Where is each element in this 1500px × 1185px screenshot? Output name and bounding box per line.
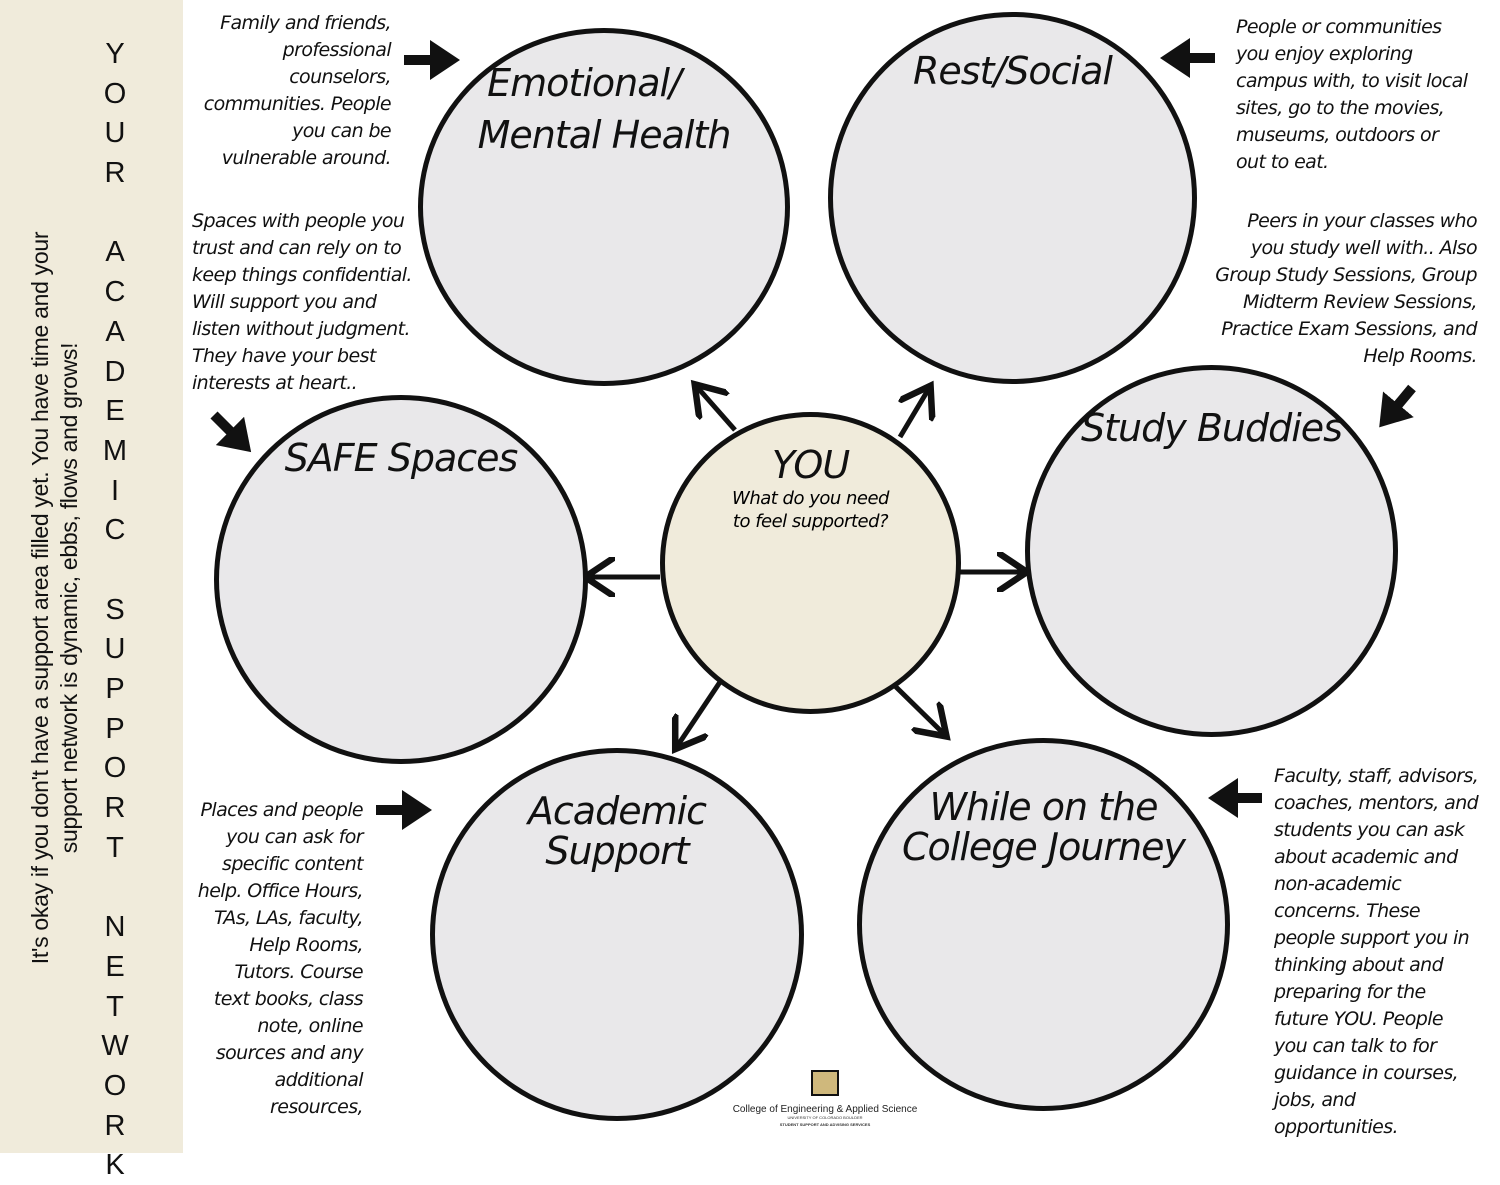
vertical-title-letter: A — [105, 315, 125, 348]
circle-you: YOU What do you need to feel supported? — [660, 412, 961, 714]
circle-study-buddies: Study Buddies — [1025, 365, 1398, 737]
study-title: Study Buddies — [1081, 406, 1343, 450]
vertical-title-letter: O — [103, 77, 127, 110]
college-logo: College of Engineering & Applied Science… — [720, 1070, 930, 1127]
cu-logo-icon — [811, 1070, 839, 1096]
vertical-title-letter: O — [103, 1069, 127, 1102]
vertical-title-letter: I — [110, 474, 120, 507]
vertical-title-letter: C — [104, 514, 126, 547]
vertical-title-letter: P — [105, 712, 125, 745]
vertical-title-letter: W — [101, 1030, 129, 1063]
university-name: UNIVERSITY OF COLORADO BOULDER — [787, 1115, 863, 1120]
academic-title-line2: Support — [545, 829, 689, 873]
circle-rest-social: Rest/Social — [828, 12, 1197, 384]
vertical-title-letter: U — [104, 633, 126, 666]
academic-title-line1: Academic — [527, 789, 707, 833]
arrow-to-journey — [893, 684, 943, 733]
journey-title-line2: College Journey — [902, 825, 1186, 869]
you-subtitle: What do you need to feel supported? — [732, 488, 889, 532]
arrow-to-rest — [897, 390, 928, 439]
vertical-title-letter: D — [104, 355, 126, 388]
safe-title: SAFE Spaces — [284, 436, 519, 480]
vertical-title-letter: C — [104, 276, 126, 309]
vertical-title-letter: E — [105, 395, 125, 428]
arrow-to-academic — [678, 680, 723, 745]
arrows-layer — [210, 38, 1416, 830]
note-academic: Places and people you can ask for specif… — [197, 799, 364, 1118]
circle-academic-support: Academic Support — [430, 748, 804, 1121]
office-name: STUDENT SUPPORT AND ADVISING SERVICES — [779, 1122, 871, 1127]
vertical-title-letter: R — [104, 792, 126, 825]
you-title: YOU — [771, 443, 850, 487]
note-emotional: Family and friends, professional counsel… — [203, 12, 392, 169]
rest-title: Rest/Social — [913, 49, 1113, 93]
circle-college-journey: While on the College Journey — [857, 738, 1230, 1111]
college-name: College of Engineering & Applied Science — [732, 1104, 918, 1115]
sidebar: It's okay if you don't have a support ar… — [0, 0, 183, 1181]
note-arrow-study — [1379, 384, 1416, 428]
vertical-title-letter: M — [102, 434, 128, 467]
note-journey: Faculty, staff, advisors, coaches, mento… — [1274, 765, 1479, 1138]
vertical-title-letter: U — [104, 117, 126, 150]
emotional-title-line1: Emotional/ — [487, 61, 682, 105]
vertical-title-letter: T — [106, 990, 124, 1023]
note-safe: Spaces with people you trust and can rel… — [192, 210, 412, 394]
circle-safe-spaces: SAFE Spaces — [214, 395, 588, 764]
note-arrow-safe — [210, 411, 252, 453]
journey-title-line1: While on the — [929, 785, 1158, 829]
note-study: Peers in your classes who you study well… — [1215, 210, 1477, 367]
vertical-title-letter: S — [105, 593, 125, 626]
vertical-title-letter: T — [106, 831, 124, 864]
vertical-title-letter: A — [105, 236, 125, 269]
emotional-title-line2: Mental Health — [477, 113, 732, 157]
vertical-title-letter: Y — [105, 38, 125, 70]
vertical-title-letter: P — [105, 673, 125, 705]
vertical-title-letter: R — [104, 1109, 126, 1142]
vertical-title-letter: E — [105, 950, 125, 983]
arrow-to-emotional — [698, 388, 737, 432]
vertical-title-letter: O — [103, 752, 127, 785]
vertical-title-letter: R — [104, 157, 126, 190]
circle-emotional-mental-health: Emotional/ Mental Health — [418, 28, 790, 386]
note-rest: People or communities you enjoy explorin… — [1236, 16, 1468, 173]
vertical-title-letter: N — [104, 911, 126, 944]
